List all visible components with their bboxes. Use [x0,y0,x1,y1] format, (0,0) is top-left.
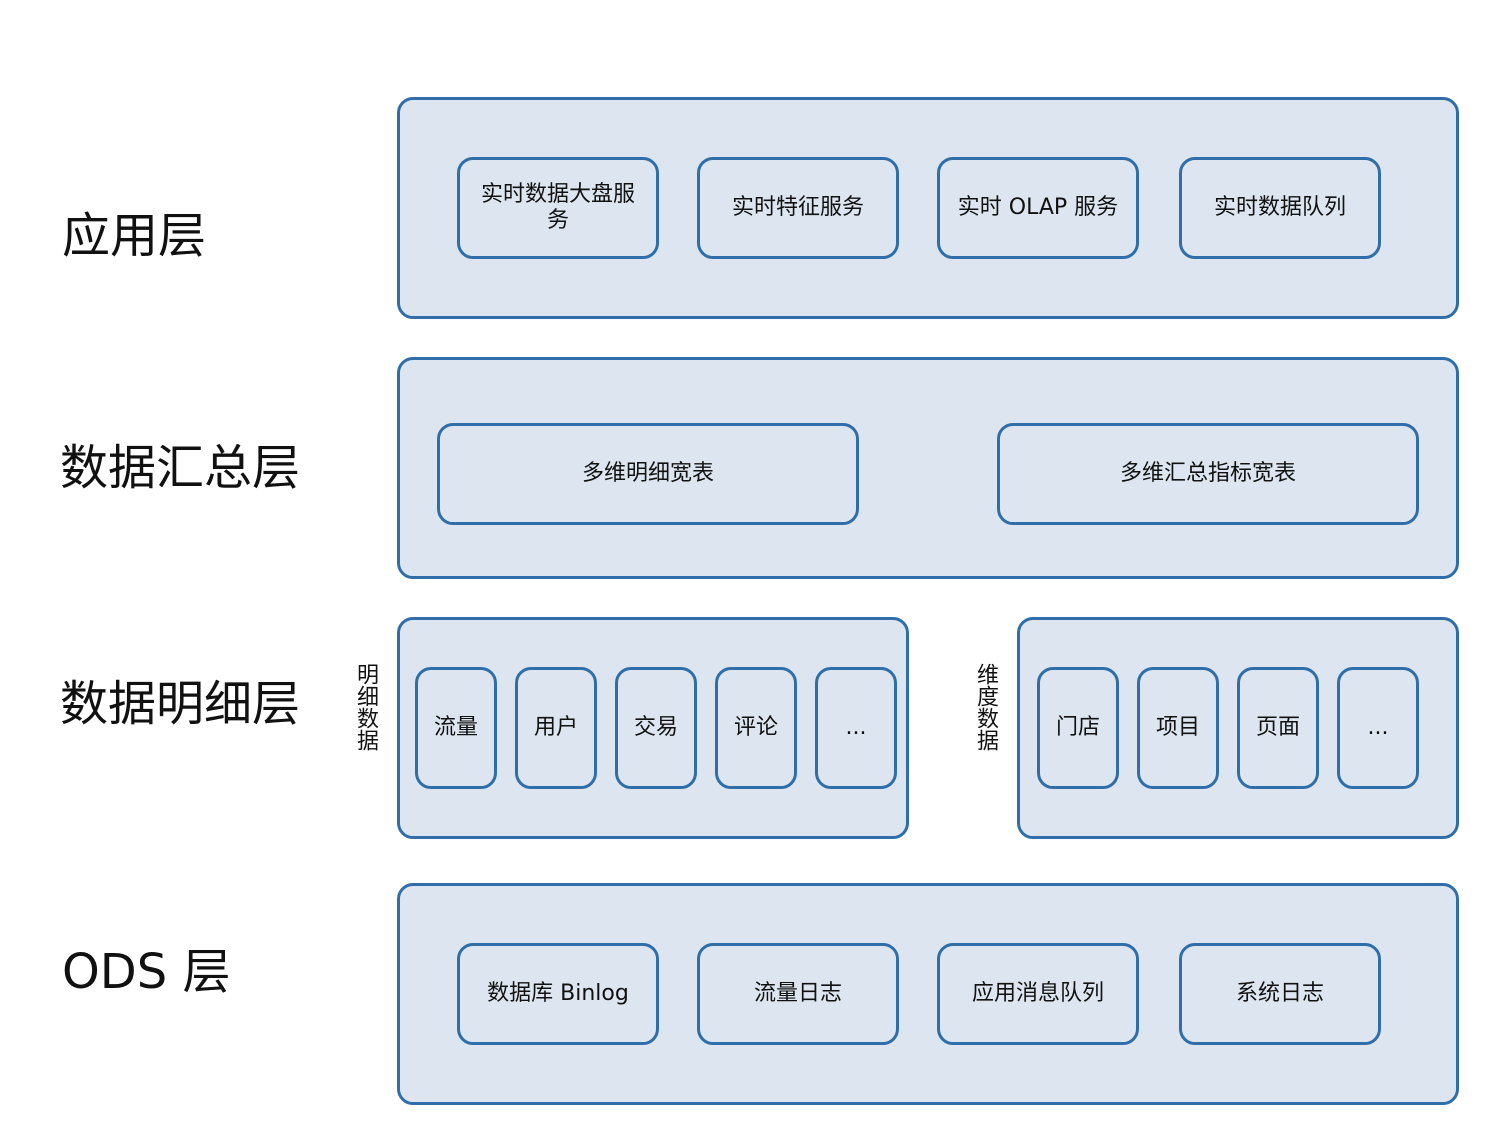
system-log-box[interactable]: 系统日志 [1179,943,1381,1045]
database-binlog-box[interactable]: 数据库 Binlog [457,943,659,1045]
page-dimension-box[interactable]: 页面 [1237,667,1319,789]
user-detail-box[interactable]: 用户 [515,667,597,789]
store-dimension-box[interactable]: 门店 [1037,667,1119,789]
more-detail-box[interactable]: ... [815,667,897,789]
multi-dim-detail-wide-table-box[interactable]: 多维明细宽表 [437,423,859,525]
review-detail-box[interactable]: 评论 [715,667,797,789]
application-layer-label: 应用层 [62,208,207,264]
multi-dim-summary-metric-wide-table-box[interactable]: 多维汇总指标宽表 [997,423,1419,525]
realtime-dashboard-service-box[interactable]: 实时数据大盘服务 [457,157,659,259]
realtime-data-queue-box[interactable]: 实时数据队列 [1179,157,1381,259]
summary-layer-label: 数据汇总层 [60,440,301,496]
detail-layer-label: 数据明细层 [60,676,301,732]
traffic-log-box[interactable]: 流量日志 [697,943,899,1045]
transaction-detail-box[interactable]: 交易 [615,667,697,789]
more-dimension-box[interactable]: ... [1337,667,1419,789]
detail-data-group-label: 明细数据 [353,663,378,751]
realtime-olap-service-box[interactable]: 实时 OLAP 服务 [937,157,1139,259]
realtime-feature-service-box[interactable]: 实时特征服务 [697,157,899,259]
ods-layer-label: ODS 层 [62,944,231,1000]
traffic-detail-box[interactable]: 流量 [415,667,497,789]
dimension-data-group-label: 维度数据 [973,663,998,751]
app-message-queue-box[interactable]: 应用消息队列 [937,943,1139,1045]
project-dimension-box[interactable]: 项目 [1137,667,1219,789]
